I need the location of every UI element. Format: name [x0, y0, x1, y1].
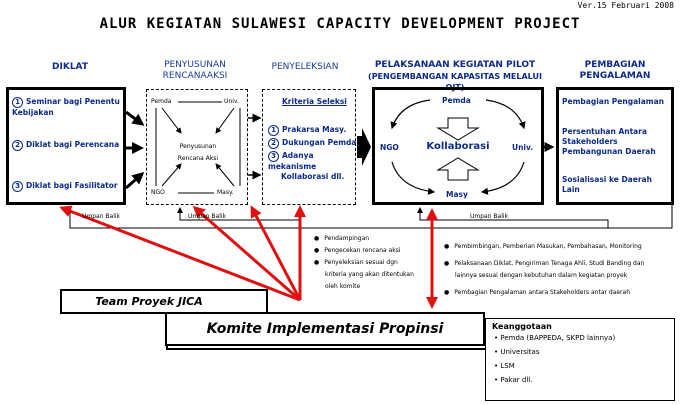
- pelaksanaan-center: Kollaborasi: [426, 141, 490, 152]
- keanggotaan-item: • Pemda (BAPPEDA, SKPD lainnya): [494, 334, 616, 342]
- penyusunan-to-penyeleksian-arrows: [248, 113, 262, 180]
- pembagian-header: PEMBAGIAN PENGALAMAN: [560, 60, 670, 80]
- pelaksanaan-box: [372, 87, 544, 205]
- penyeleksian-item-1-line1: Prakarsa Masy.: [282, 125, 347, 134]
- keanggotaan-title: Keanggotaan: [492, 322, 552, 331]
- penyusunan-center-line2: Rencana Aksi: [177, 155, 219, 162]
- page-title: ALUR KEGIATAN SULAWESI CAPACITY DEVELOPM…: [99, 16, 581, 32]
- keanggotaan-item: • Pakar dll.: [494, 376, 533, 384]
- penyeleksian-item-3-line2: Kollaborasi dll.: [281, 172, 345, 181]
- penyeleksian-header: PENYELEKSIAN: [271, 62, 339, 72]
- right-note-3: lainnya sesuai dengan kebutuhan dalam ke…: [455, 272, 628, 279]
- feedback-lines: [67, 205, 673, 229]
- penyusunan-header-line2: RENCANAAKSI: [162, 71, 228, 81]
- komite-box: Komite Implementasi Propinsi: [165, 312, 485, 346]
- kriteria-seleksi-title: Kriteria Seleksi: [282, 97, 347, 106]
- pembagian-item-3: Sosialisasi ke Daerah Lain: [562, 175, 652, 194]
- keanggotaan-box: Keanggotaan • Pemda (BAPPEDA, SKPD lainn…: [485, 318, 675, 401]
- penyusunan-center-line1: Penyusunan: [179, 143, 217, 150]
- keanggotaan-list: • Pemda (BAPPEDA, SKPD lainnya) • Univer…: [486, 331, 674, 387]
- penyusunan-box: [146, 89, 248, 205]
- red-arrows: [59, 205, 438, 309]
- right-note-1: Pembimbingan, Pemberian Masukan, Pembaha…: [444, 241, 676, 253]
- pelaksanaan-univ: Univ.: [512, 143, 534, 152]
- penyeleksian-item-2-line1: Dukungan Pemda: [282, 138, 357, 147]
- feedback-label-3: Umpan Balik: [470, 213, 509, 220]
- pembagian-header-line1: PEMBAGIAN: [584, 60, 646, 70]
- keanggotaan-item-4: Pakar dll.: [500, 376, 533, 384]
- number-badge: 2: [268, 138, 279, 149]
- middle-note-2: Pengecekan rencana aksi: [314, 245, 414, 257]
- keanggotaan-item-3: LSM: [500, 362, 515, 370]
- team-proyek-box: Team Proyek JICA: [60, 289, 268, 314]
- penyusunan-header: PENYUSUNAN RENCANAAKSI: [140, 60, 250, 82]
- pembagian-header-line2: PENGALAMAN: [579, 71, 651, 80]
- number-badge: 2: [12, 140, 23, 151]
- keanggotaan-item: • Universitas: [494, 348, 540, 356]
- pembagian-items: Pembagian Pengalaman Persentuhan Antara …: [562, 97, 672, 195]
- pelaksanaan-masy: Masy: [446, 190, 468, 199]
- penyusunan-internal: [155, 101, 241, 194]
- kollaborasi-block-arrows: [436, 117, 480, 181]
- penyeleksian-to-pelaksanaan-arrow: [357, 128, 371, 166]
- pembagian-box: [556, 87, 674, 205]
- penyusunan-header-line1: PENYUSUNAN: [164, 60, 226, 70]
- number-badge: 1: [268, 125, 279, 136]
- number-badge: 3: [268, 151, 279, 162]
- diklat-item-1-line1: Seminar bagi Penentu: [26, 97, 120, 106]
- middle-note-1: Pendampingan: [314, 233, 414, 245]
- pembagian-item-2-line1: Persentuhan Antara: [562, 127, 647, 136]
- version-label: Ver.15 Februari 2008: [577, 1, 674, 10]
- pembagian-item-2-line2: Stakeholders Pembangunan Daerah: [562, 137, 656, 156]
- diklat-header: DIKLAT: [52, 62, 88, 72]
- penyusunan-ngo: NGO: [151, 189, 165, 196]
- diklat-box: [6, 87, 126, 205]
- penyeleksian-item-3-line1: Adanya mekanisme: [268, 151, 317, 171]
- pembagian-item-2: Persentuhan Antara Stakeholders Pembangu…: [562, 127, 672, 157]
- middle-note-4: kriteria yang akan ditentukan: [325, 271, 414, 278]
- right-note-4: Pembagian Pengalaman antara Stakeholders…: [444, 287, 676, 299]
- feedback-label-1: Umpan Balik: [82, 213, 121, 220]
- right-notes: Pembimbingan, Pemberian Masukan, Pembaha…: [444, 241, 676, 299]
- komite-label: Komite Implementasi Propinsi: [206, 321, 444, 337]
- number-badge: 3: [12, 181, 23, 192]
- diklat-to-penyusunan-arrows: [125, 110, 145, 190]
- diklat-item-2-line1: Diklat bagi Perencana: [26, 140, 120, 149]
- middle-note-5: oleh komite: [325, 283, 361, 290]
- middle-note-3: Penyeleksian sesuai dgn: [314, 257, 414, 269]
- number-badge: 1: [12, 97, 23, 108]
- pelaksanaan-cycle-arrows: [390, 99, 526, 195]
- pelaksanaan-header-line1: PELAKSANAAN KEGIATAN PILOT: [374, 60, 536, 70]
- team-proyek-label: Team Proyek JICA: [95, 295, 203, 308]
- pembagian-item-1: Pembagian Pengalaman: [562, 97, 664, 106]
- diklat-item-1-line2: Kebijakan: [12, 108, 54, 117]
- pelaksanaan-ngo: NGO: [380, 143, 399, 152]
- penyusunan-pemda: Pemda: [151, 98, 172, 105]
- penyusunan-center: Penyusunan Rencana Aksi: [170, 141, 226, 165]
- keanggotaan-item-2: Universitas: [500, 348, 540, 356]
- penyusunan-univ: Univ.: [224, 98, 239, 105]
- pelaksanaan-pemda: Pemda: [442, 96, 471, 105]
- feedback-label-2: Umpan Balik: [188, 213, 227, 220]
- keanggotaan-item: • LSM: [494, 362, 515, 370]
- right-note-2: Pelaksanaan Diklat, Pengiriman Tenaga Ah…: [444, 258, 676, 270]
- penyusunan-masy: Masy.: [217, 189, 234, 196]
- penyeleksian-box: [262, 89, 356, 205]
- middle-notes: Pendampingan Pengecekan rencana aksi Pen…: [314, 233, 414, 293]
- diklat-item-3-line1: Diklat bagi Fasilitator: [26, 181, 118, 190]
- keanggotaan-item-1: Pemda (BAPPEDA, SKPD lainnya): [500, 334, 616, 342]
